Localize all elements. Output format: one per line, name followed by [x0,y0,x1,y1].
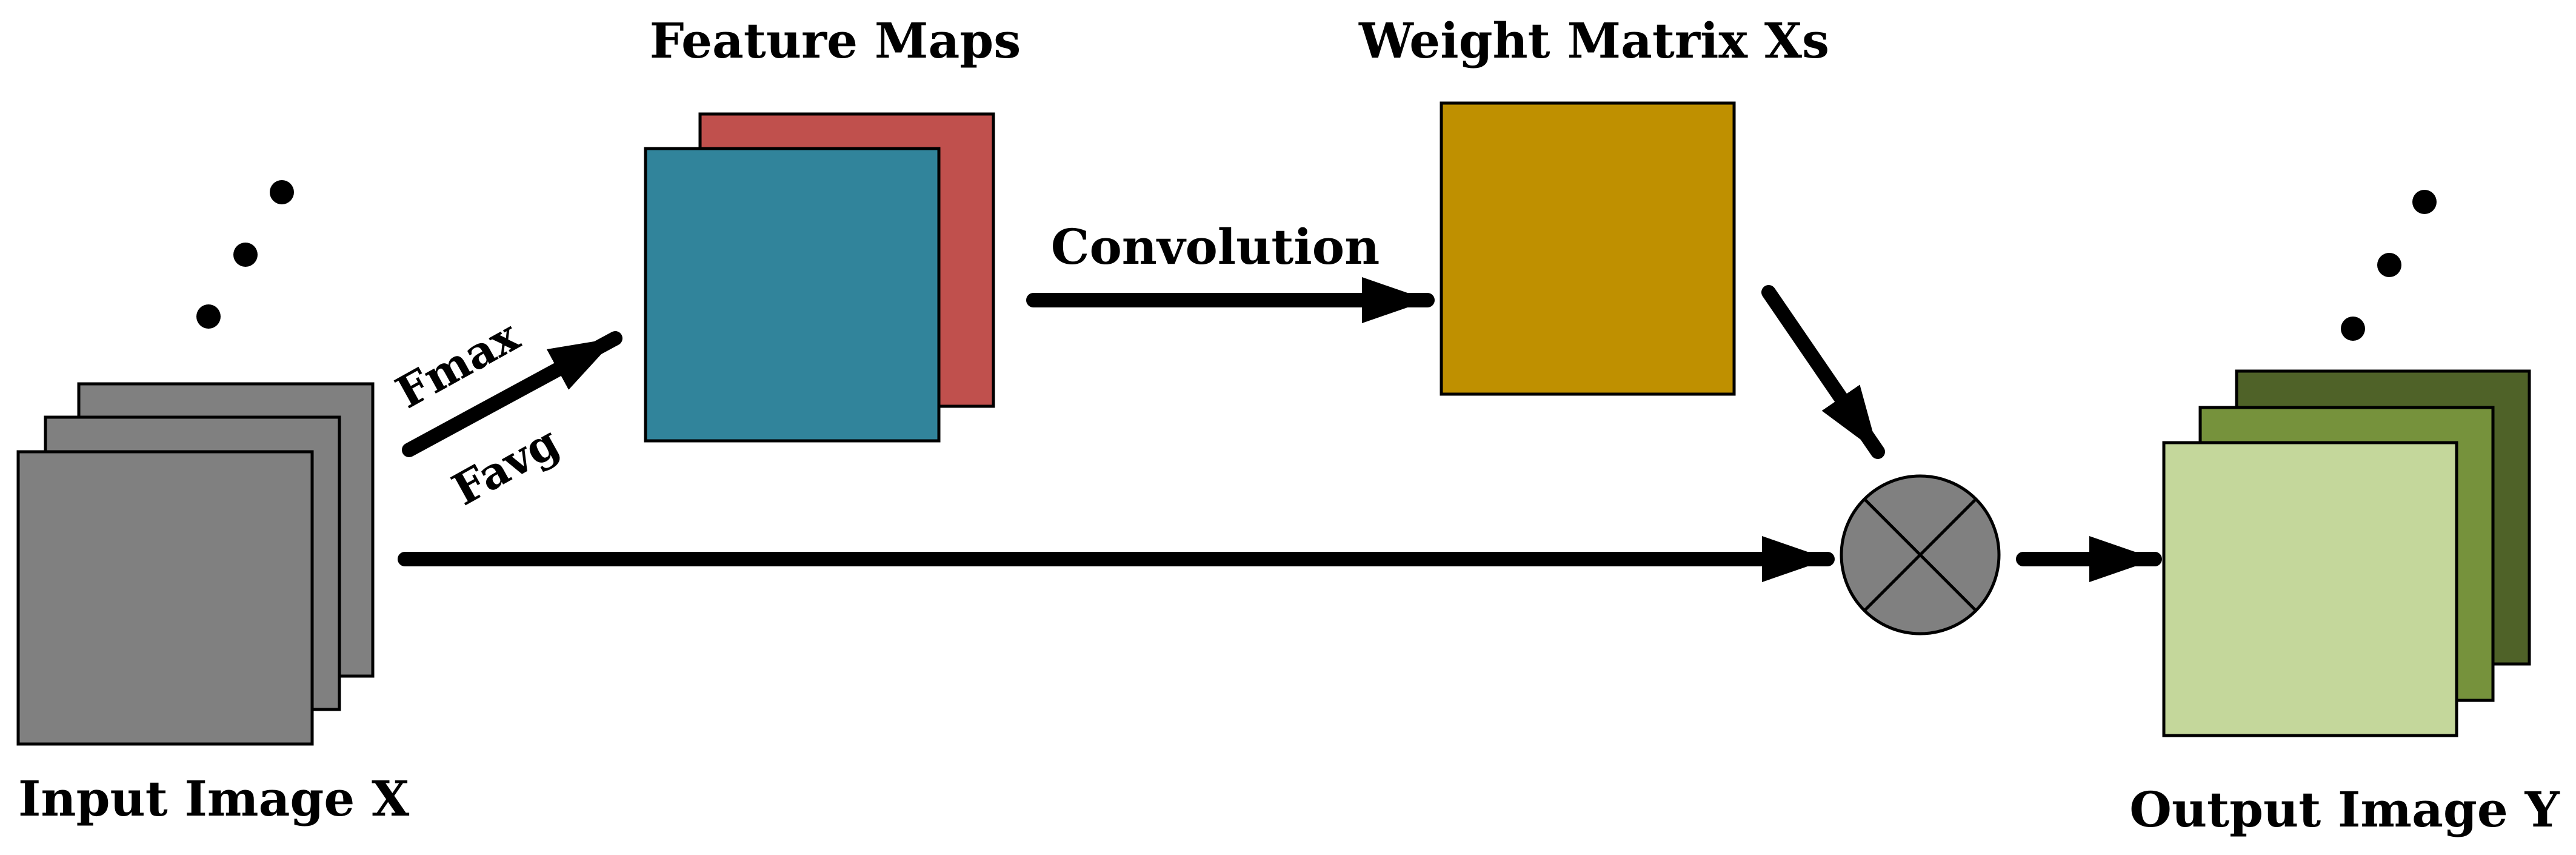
output-continuation-dots [2341,190,2437,341]
output-image-stack [2162,369,2531,737]
input-image-label: Input Image X [18,770,409,827]
weight-matrix-label: Weight Matrix Xs [1358,12,1829,69]
output-layer-front [2162,441,2458,737]
input-layer-front [16,450,314,746]
dot [2341,317,2365,341]
dot [233,243,258,267]
dot [270,180,294,204]
weight-to-multiply-arrow [1761,285,1885,459]
weight-matrix [1440,101,1736,396]
feature-maps-label: Feature Maps [650,12,1021,69]
multiply-cross-b [1863,498,1977,612]
dot [196,304,221,329]
multiply-node [1840,474,2001,635]
convolution-label: Convolution [1051,218,1380,275]
dot [2412,190,2437,214]
output-image-label: Output Image Y [2129,781,2560,838]
input-image-stack [16,382,375,746]
favg-label: Favg [444,415,567,515]
dot [2377,253,2401,277]
feature-map-avg [644,147,941,443]
input-continuation-dots [196,180,294,329]
feature-maps-stack [644,112,995,443]
pooling-arrow [402,331,622,457]
